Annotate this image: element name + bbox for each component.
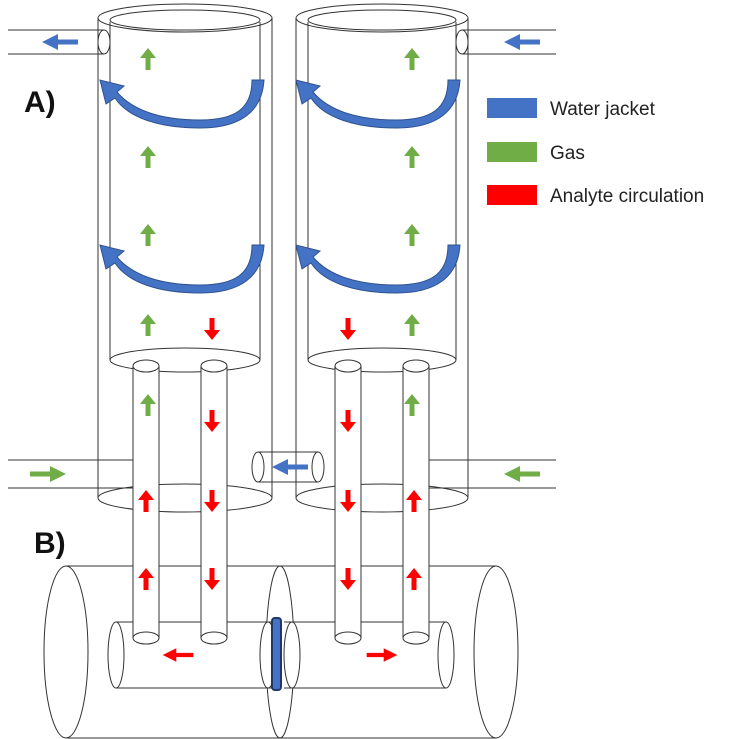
gas-arrow [404, 314, 420, 336]
water-transfer-arrow [272, 459, 308, 475]
membrane [271, 617, 282, 691]
gas-arrow [404, 146, 420, 168]
analyte-arrow-down [340, 318, 356, 340]
gas-arrow [140, 48, 156, 70]
legend-swatch-water-jacket [487, 98, 537, 118]
curve-arrow-right-upper [295, 79, 461, 129]
water-inlet-arrow [504, 34, 540, 50]
cell-body [43, 565, 519, 739]
gas-inlet-arrow-right [504, 466, 540, 482]
curve-arrow-right-lower [295, 244, 461, 294]
panel-b-label: B) [34, 527, 66, 560]
gas-inlet-arrow-left [30, 466, 66, 482]
panel-a-label: A) [24, 86, 56, 119]
water-circulation-arrows [99, 79, 461, 294]
analyte-arrow-down [204, 318, 220, 340]
gas-arrow [404, 224, 420, 246]
legend-swatch-analyte [487, 185, 537, 205]
gas-arrow [404, 48, 420, 70]
legend: Water jacket Gas Analyte circulation [487, 98, 704, 207]
gas-arrow [140, 146, 156, 168]
gas-arrow [140, 224, 156, 246]
jacket-connector [251, 451, 325, 483]
legend-label-water-jacket: Water jacket [550, 99, 656, 120]
water-outlet-arrow [42, 34, 78, 50]
legend-swatch-gas [487, 142, 537, 162]
legend-label-gas: Gas [550, 143, 585, 164]
legend-label-analyte: Analyte circulation [550, 186, 704, 207]
curve-arrow-left-upper [99, 79, 265, 129]
gas-arrow [140, 314, 156, 336]
curve-arrow-left-lower [99, 244, 265, 294]
